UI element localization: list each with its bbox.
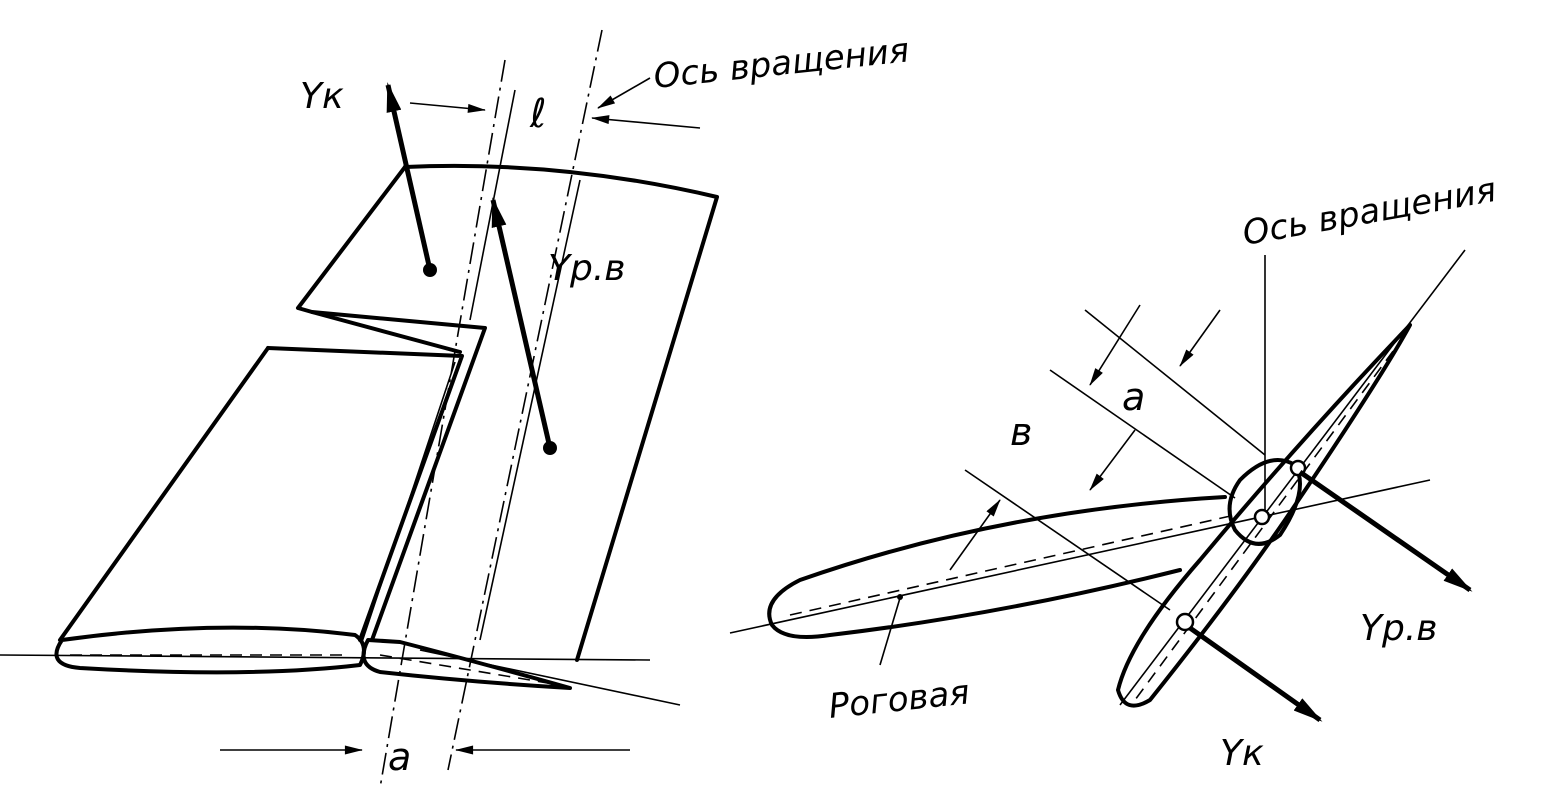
force-elevator-arrow-right bbox=[1298, 469, 1473, 593]
right-figure: Ось вращения а в Роговая Yр.в Yк bbox=[729, 170, 1500, 774]
root-airfoils bbox=[0, 625, 681, 706]
force-tab-arrow bbox=[385, 82, 437, 277]
tab-force-line bbox=[379, 59, 506, 788]
force-tab-arrow-right bbox=[1188, 625, 1323, 723]
rotation-axis-line bbox=[447, 29, 603, 771]
label-axis-left: Ось вращения bbox=[652, 30, 911, 97]
label-horn: Роговая bbox=[827, 672, 972, 727]
label-force-elevator-right: Yр.в bbox=[1360, 608, 1438, 649]
dimension-lines-right bbox=[879, 304, 1266, 666]
elevator-planform bbox=[296, 163, 719, 662]
dimension-l bbox=[409, 77, 701, 129]
label-dim-a-right: а bbox=[1122, 375, 1145, 419]
horn-airfoil bbox=[767, 495, 1236, 639]
elevator-airfoil bbox=[1116, 323, 1412, 708]
label-dim-b: в bbox=[1010, 410, 1032, 454]
label-axis-right: Ось вращения bbox=[1240, 170, 1500, 254]
label-force-tab-left: Yк bbox=[300, 76, 344, 117]
label-force-tab-right: Yк bbox=[1220, 733, 1264, 774]
stabilizer-planform bbox=[58, 346, 464, 643]
left-figure: Yк ℓ Ось вращения Yр.в а bbox=[0, 29, 911, 788]
label-force-elevator-left: Yр.в bbox=[548, 248, 626, 289]
label-dim-l: ℓ bbox=[529, 91, 547, 137]
force-elevator-arrow bbox=[490, 197, 557, 455]
label-dim-a-left: а bbox=[388, 735, 411, 779]
